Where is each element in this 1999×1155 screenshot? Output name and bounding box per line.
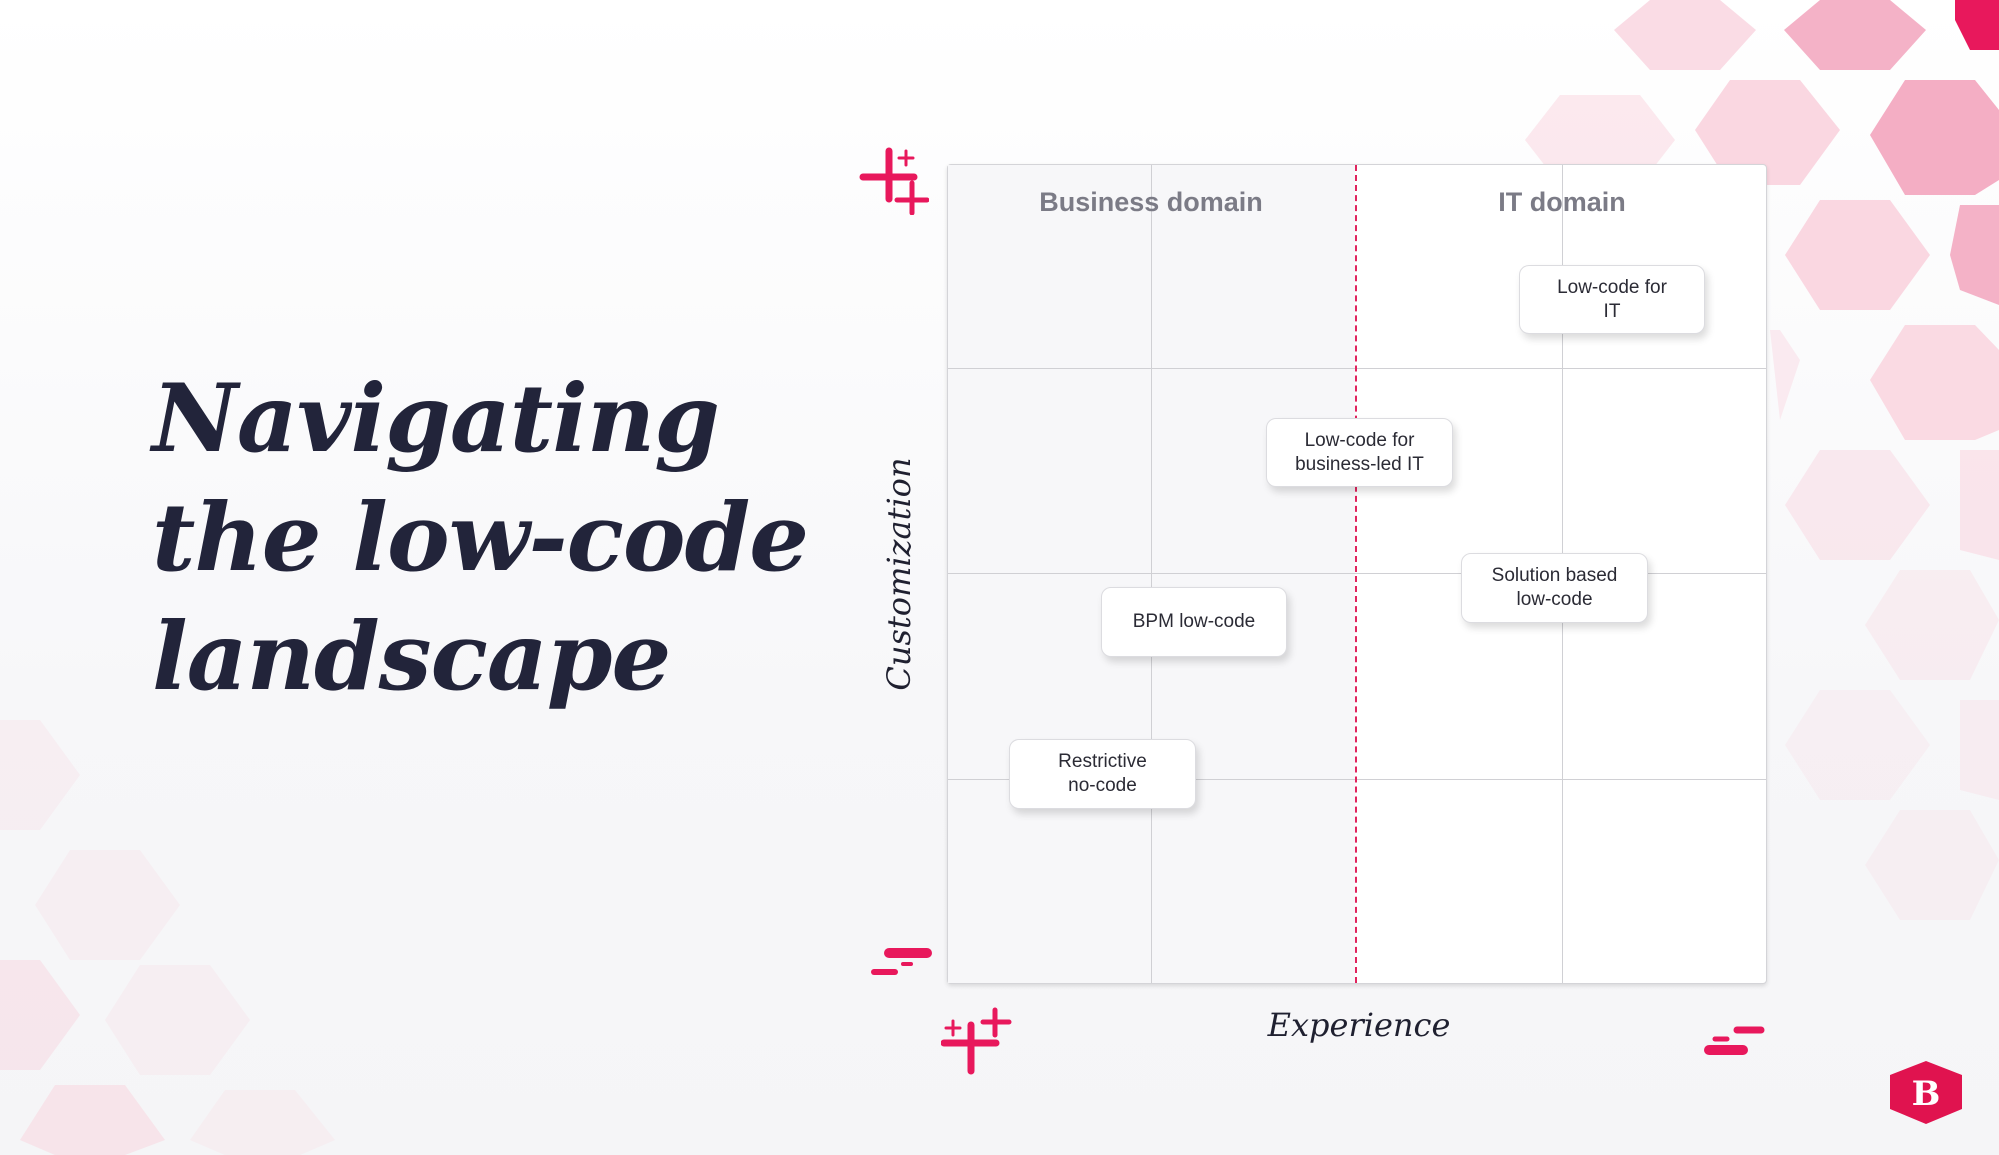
- title-line-2: the low-code: [152, 483, 809, 593]
- y-axis-label: Customization: [880, 457, 918, 691]
- item-bpm-low-code: BPM low-code: [1101, 587, 1287, 657]
- item-label: Low-code for business-led IT: [1295, 429, 1424, 475]
- grid-line: [948, 779, 1766, 780]
- item-solution-based-low-code: Solution based low-code: [1461, 553, 1648, 623]
- title-line-1: Navigating: [152, 364, 720, 474]
- minus-icon: [871, 948, 932, 975]
- business-domain-label: Business domain: [1039, 187, 1263, 217]
- x-axis-label: Experience: [1267, 1006, 1451, 1044]
- logo-letter: B: [1912, 1074, 1941, 1114]
- quadrant-chart: Business domain IT domain Low-code for I…: [947, 164, 1767, 984]
- grid-line: [1151, 165, 1152, 983]
- grid-line: [948, 573, 1766, 574]
- item-label: Solution based low-code: [1491, 565, 1618, 610]
- domain-divider: [1355, 165, 1357, 983]
- plus-icon: [941, 1007, 1012, 1075]
- item-label: Restrictive no-code: [1058, 751, 1147, 796]
- item-label: BPM low-code: [1132, 611, 1256, 632]
- page-title: Navigating the low-code landscape: [152, 360, 809, 717]
- minus-icon: [1704, 1026, 1765, 1055]
- title-line-3: landscape: [152, 602, 671, 712]
- item-low-code-for-it: Low-code for IT: [1519, 265, 1705, 334]
- it-domain-label: IT domain: [1498, 187, 1626, 217]
- logo-icon: B: [1890, 1061, 1962, 1124]
- item-restrictive-no-code: Restrictive no-code: [1009, 739, 1196, 809]
- item-low-code-business-led-it: Low-code for business-led IT: [1266, 418, 1453, 487]
- grid-line: [948, 368, 1766, 369]
- item-label: Low-code for IT: [1557, 276, 1667, 322]
- plus-icon: [859, 147, 929, 215]
